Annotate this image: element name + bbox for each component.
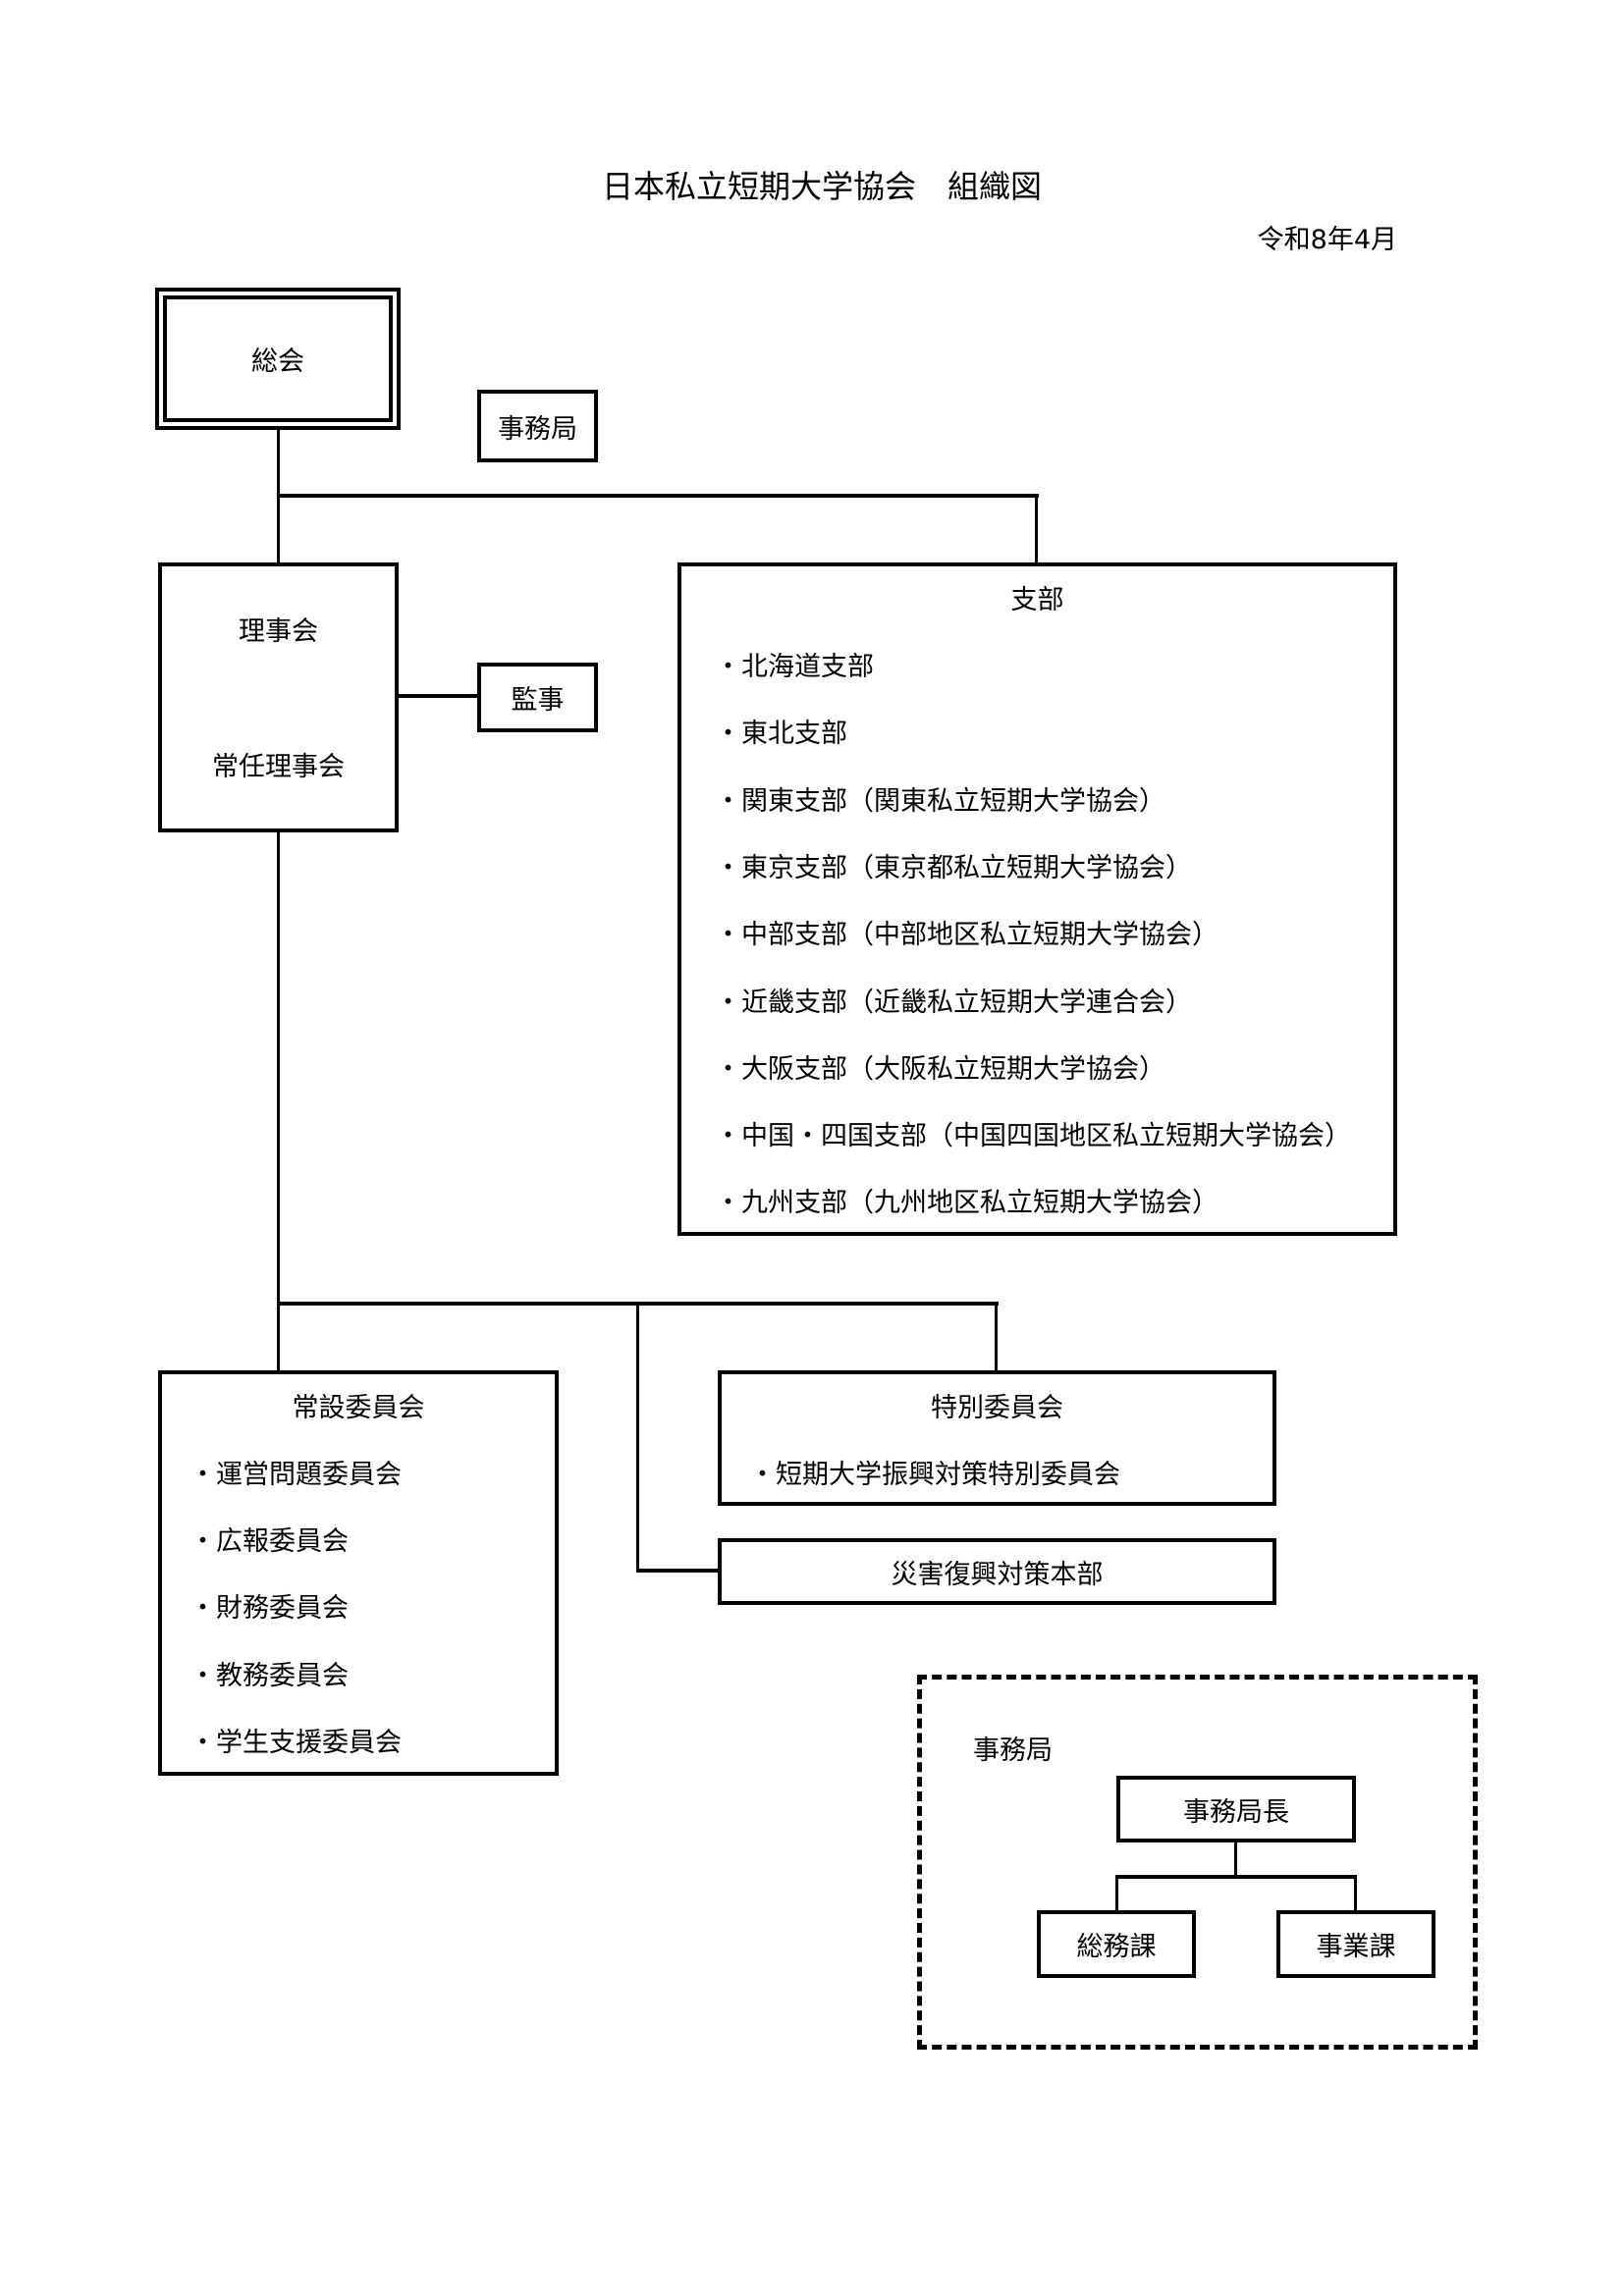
- branch-item: ・中国・四国支部（中国四国地区私立短期大学協会）: [715, 1121, 1351, 1151]
- auditor-box: 監事: [477, 663, 598, 732]
- special-committees-box: 特別委員会 ・短期大学振興対策特別委員会: [718, 1370, 1276, 1506]
- page-title: 日本私立短期大学協会 組織図: [601, 168, 1042, 205]
- branch-item: ・九州支部（九州地区私立短期大学協会）: [715, 1188, 1218, 1218]
- connector-line: [1115, 1875, 1357, 1879]
- connector-line: [277, 832, 280, 1370]
- connector-line: [1115, 1875, 1118, 1910]
- branch-item: ・東京支部（東京都私立短期大学協会）: [715, 853, 1192, 883]
- general-assembly-box: 総会: [155, 288, 401, 430]
- standing-committees-heading: 常設委員会: [292, 1393, 425, 1423]
- branch-item: ・関東支部（関東私立短期大学協会）: [715, 786, 1165, 817]
- connector-line: [636, 1302, 639, 1573]
- business-section-label: 事業課: [1316, 1932, 1396, 1962]
- disaster-hq-box: 災害復興対策本部: [718, 1538, 1276, 1605]
- secretariat-head-box: 事務局長: [1116, 1776, 1356, 1842]
- connector-line: [995, 1302, 998, 1370]
- committee-item: ・学生支援委員会: [189, 1728, 402, 1758]
- branch-item: ・東北支部: [715, 719, 847, 749]
- special-committees-heading: 特別委員会: [931, 1393, 1063, 1423]
- branch-item: ・北海道支部: [715, 652, 874, 682]
- general-affairs-label: 総務課: [1076, 1932, 1157, 1962]
- general-assembly-label: 総会: [251, 347, 304, 377]
- branch-item: ・近畿支部（近畿私立短期大学連合会）: [715, 988, 1192, 1018]
- branches-heading: 支部: [1010, 585, 1064, 615]
- committee-item: ・広報委員会: [189, 1526, 349, 1557]
- date-label: 令和8年4月: [1257, 225, 1397, 255]
- standing-board-label: 常任理事会: [212, 752, 345, 782]
- connector-line: [1234, 1842, 1237, 1878]
- connector-line: [399, 694, 477, 698]
- board-box: 理事会 常任理事会: [158, 562, 399, 832]
- connector-line: [636, 1569, 718, 1573]
- connector-line: [1354, 1875, 1357, 1910]
- committee-item: ・短期大学振興対策特別委員会: [749, 1460, 1120, 1490]
- board-label: 理事会: [239, 616, 318, 647]
- secretariat-head-label: 事務局長: [1183, 1796, 1289, 1828]
- secretariat-small-label: 事務局: [498, 413, 577, 445]
- branch-item: ・中部支部（中部地区私立短期大学協会）: [715, 920, 1218, 950]
- secretariat-label: 事務局: [973, 1735, 1053, 1766]
- connector-line: [277, 494, 1039, 498]
- business-section-box: 事業課: [1276, 1910, 1435, 1978]
- committee-item: ・教務委員会: [189, 1661, 349, 1691]
- secretariat-group: 事務局: [917, 1675, 1478, 2050]
- general-affairs-box: 総務課: [1037, 1910, 1196, 1978]
- branch-item: ・大阪支部（大阪私立短期大学協会）: [715, 1054, 1165, 1085]
- disaster-hq-label: 災害復興対策本部: [891, 1559, 1104, 1590]
- connector-line: [1035, 494, 1038, 562]
- standing-committees-box: 常設委員会 ・運営問題委員会 ・広報委員会 ・財務委員会 ・教務委員会 ・学生支…: [158, 1370, 559, 1776]
- committee-item: ・運営問題委員会: [189, 1460, 402, 1490]
- secretariat-small-box: 事務局: [477, 390, 598, 462]
- committee-item: ・財務委員会: [189, 1593, 349, 1624]
- branches-box: 支部 ・北海道支部 ・東北支部 ・関東支部（関東私立短期大学協会） ・東京支部（…: [677, 562, 1397, 1236]
- auditor-label: 監事: [511, 685, 565, 716]
